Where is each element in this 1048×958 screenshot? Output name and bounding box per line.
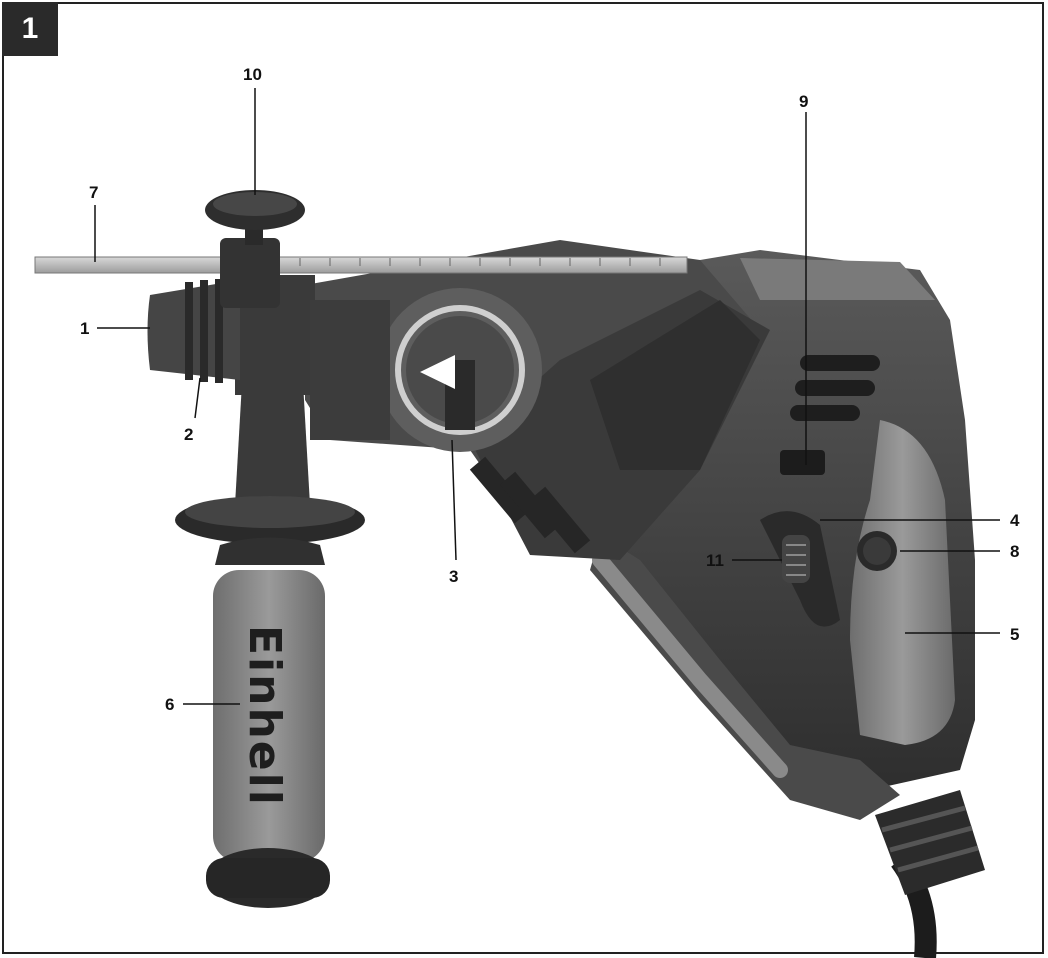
- callout-1: 1: [80, 319, 89, 338]
- housing-ribs: [469, 456, 591, 554]
- depth-stop: [34, 256, 688, 274]
- callout-7: 7: [89, 183, 98, 202]
- callout-4: 4: [1010, 511, 1020, 530]
- depth-stop-clamp: [205, 190, 305, 308]
- callout-5: 5: [1010, 625, 1019, 644]
- callout-9: 9: [799, 92, 808, 111]
- chuck-grip-rings: [185, 279, 223, 383]
- depth-stop-scale: [299, 258, 661, 266]
- callout-8: 8: [1010, 542, 1019, 561]
- ventilation-slots: [790, 355, 880, 421]
- auxiliary-handle: Einhell: [175, 330, 365, 908]
- callout-10: 10: [243, 65, 262, 84]
- callout-3: 3: [449, 567, 458, 586]
- callout-11: 11: [706, 551, 724, 570]
- callout-6: 6: [165, 695, 174, 714]
- handle-brand-wordmark: Einhell: [239, 625, 290, 807]
- trigger-area: [760, 450, 897, 627]
- leader-lines: [94, 88, 1000, 705]
- callout-2: 2: [184, 425, 193, 444]
- rotation-switch: [780, 450, 825, 475]
- speed-control-wheel: [782, 535, 810, 583]
- mode-selector-dial: [378, 288, 542, 452]
- power-cord: [875, 790, 985, 958]
- figure-number-badge: 1: [2, 2, 58, 56]
